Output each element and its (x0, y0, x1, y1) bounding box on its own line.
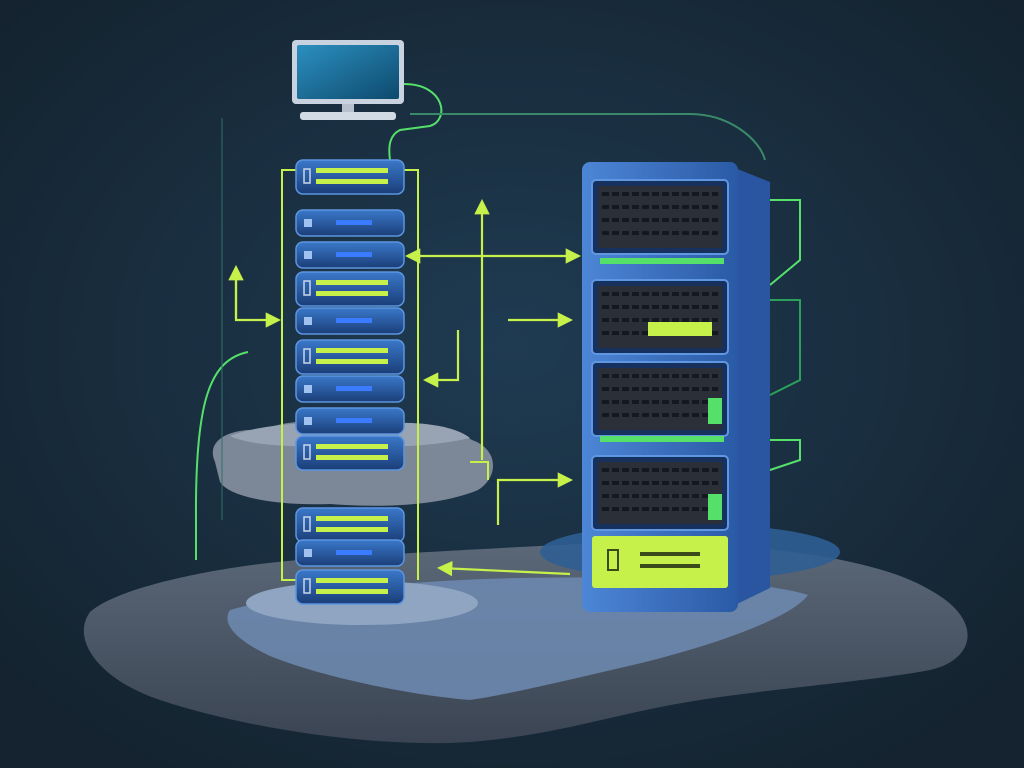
monitor-stand (342, 104, 354, 112)
server-unit-led-bar (316, 455, 388, 460)
server-unit-led-bar (316, 280, 388, 285)
connector-monitor-to-rack (410, 113, 766, 161)
server-unit-led-bar (316, 527, 388, 532)
connection-arrow-icon (422, 330, 460, 388)
server-unit-status-led (336, 318, 372, 323)
server-unit-port (303, 516, 311, 532)
rack-bottom-panel (592, 536, 728, 588)
server-unit (295, 407, 405, 435)
server-unit-led-bar (316, 348, 388, 353)
server-unit-led-bar (316, 168, 388, 173)
rack-bays (591, 179, 729, 531)
server-unit-body (295, 339, 405, 375)
connector-left-bracket (281, 169, 300, 581)
server-unit (295, 209, 405, 237)
rack-bay (591, 279, 729, 355)
server-unit-status-led (336, 220, 372, 225)
server-unit-body (295, 159, 405, 195)
server-unit-body (295, 271, 405, 307)
server-unit-led-bar (316, 516, 388, 521)
server-unit (295, 241, 405, 269)
server-unit-body (295, 435, 405, 471)
server-unit-port (303, 444, 311, 460)
server-unit-port (304, 317, 312, 325)
server-unit-status-led (336, 418, 372, 423)
rack-bay-grille (598, 462, 722, 524)
monitor-screen (297, 45, 399, 99)
server-unit (295, 569, 405, 605)
rack-bay (591, 361, 729, 442)
rack-bay-display (648, 322, 712, 336)
rack-bay-grille (598, 368, 722, 430)
server-unit (295, 307, 405, 335)
rack-bay-indicator (708, 398, 722, 424)
server-unit-port (303, 168, 311, 184)
server-unit-port (304, 219, 312, 227)
server-unit (295, 159, 405, 195)
rack-bay-indicator (708, 494, 722, 520)
rack-bay (591, 179, 729, 264)
server-unit-led-bar (316, 291, 388, 296)
rack-bay-led-strip (600, 436, 724, 442)
connector-monitor-to-tower (388, 83, 443, 161)
connector-left-curve (194, 351, 249, 560)
server-unit-status-led (336, 386, 372, 391)
rack-bay (591, 455, 729, 531)
server-unit-led-bar (316, 578, 388, 583)
rack-bay-grille (598, 186, 722, 248)
connector-rack-right-2 (769, 299, 801, 396)
server-unit-led-bar (316, 589, 388, 594)
monitor-base (300, 112, 396, 120)
server-unit-port (303, 280, 311, 296)
server-unit-port (304, 385, 312, 393)
server-unit-body (295, 569, 405, 605)
connector-rack-right-3 (769, 439, 801, 471)
server-unit-status-led (336, 550, 372, 555)
rack-side-panel (735, 168, 770, 605)
connector-cloud-to-rack (470, 461, 489, 480)
server-unit-port (304, 417, 312, 425)
server-unit-led-bar (316, 359, 388, 364)
connection-arrows (228, 198, 582, 577)
connection-arrow-icon (436, 560, 571, 577)
server-unit-status-led (336, 252, 372, 257)
server-unit (295, 271, 405, 307)
connection-arrow-icon (496, 472, 574, 525)
connector-right-bracket (404, 169, 419, 580)
stacked-server-icon (295, 159, 405, 605)
rack-bottom-indicator (607, 549, 619, 571)
server-unit (295, 435, 405, 471)
server-unit-port (303, 578, 311, 594)
rack-bottom-indicator (640, 552, 700, 556)
server-unit-body (295, 507, 405, 543)
rack-bay-led-strip (600, 258, 724, 264)
server-unit (295, 507, 405, 543)
server-unit (295, 339, 405, 375)
server-unit-port (304, 549, 312, 557)
server-unit-led-bar (316, 179, 388, 184)
rack-bay-grille (598, 286, 722, 348)
rack-server-icon (582, 162, 770, 612)
server-unit (295, 539, 405, 567)
server-unit (295, 375, 405, 403)
rack-bottom-indicator (640, 564, 700, 568)
connector-lines (194, 83, 801, 581)
desktop-monitor-icon (292, 40, 404, 120)
server-unit-led-bar (316, 444, 388, 449)
server-unit-port (304, 251, 312, 259)
connector-rack-right-1 (769, 199, 801, 286)
server-unit-port (303, 348, 311, 364)
